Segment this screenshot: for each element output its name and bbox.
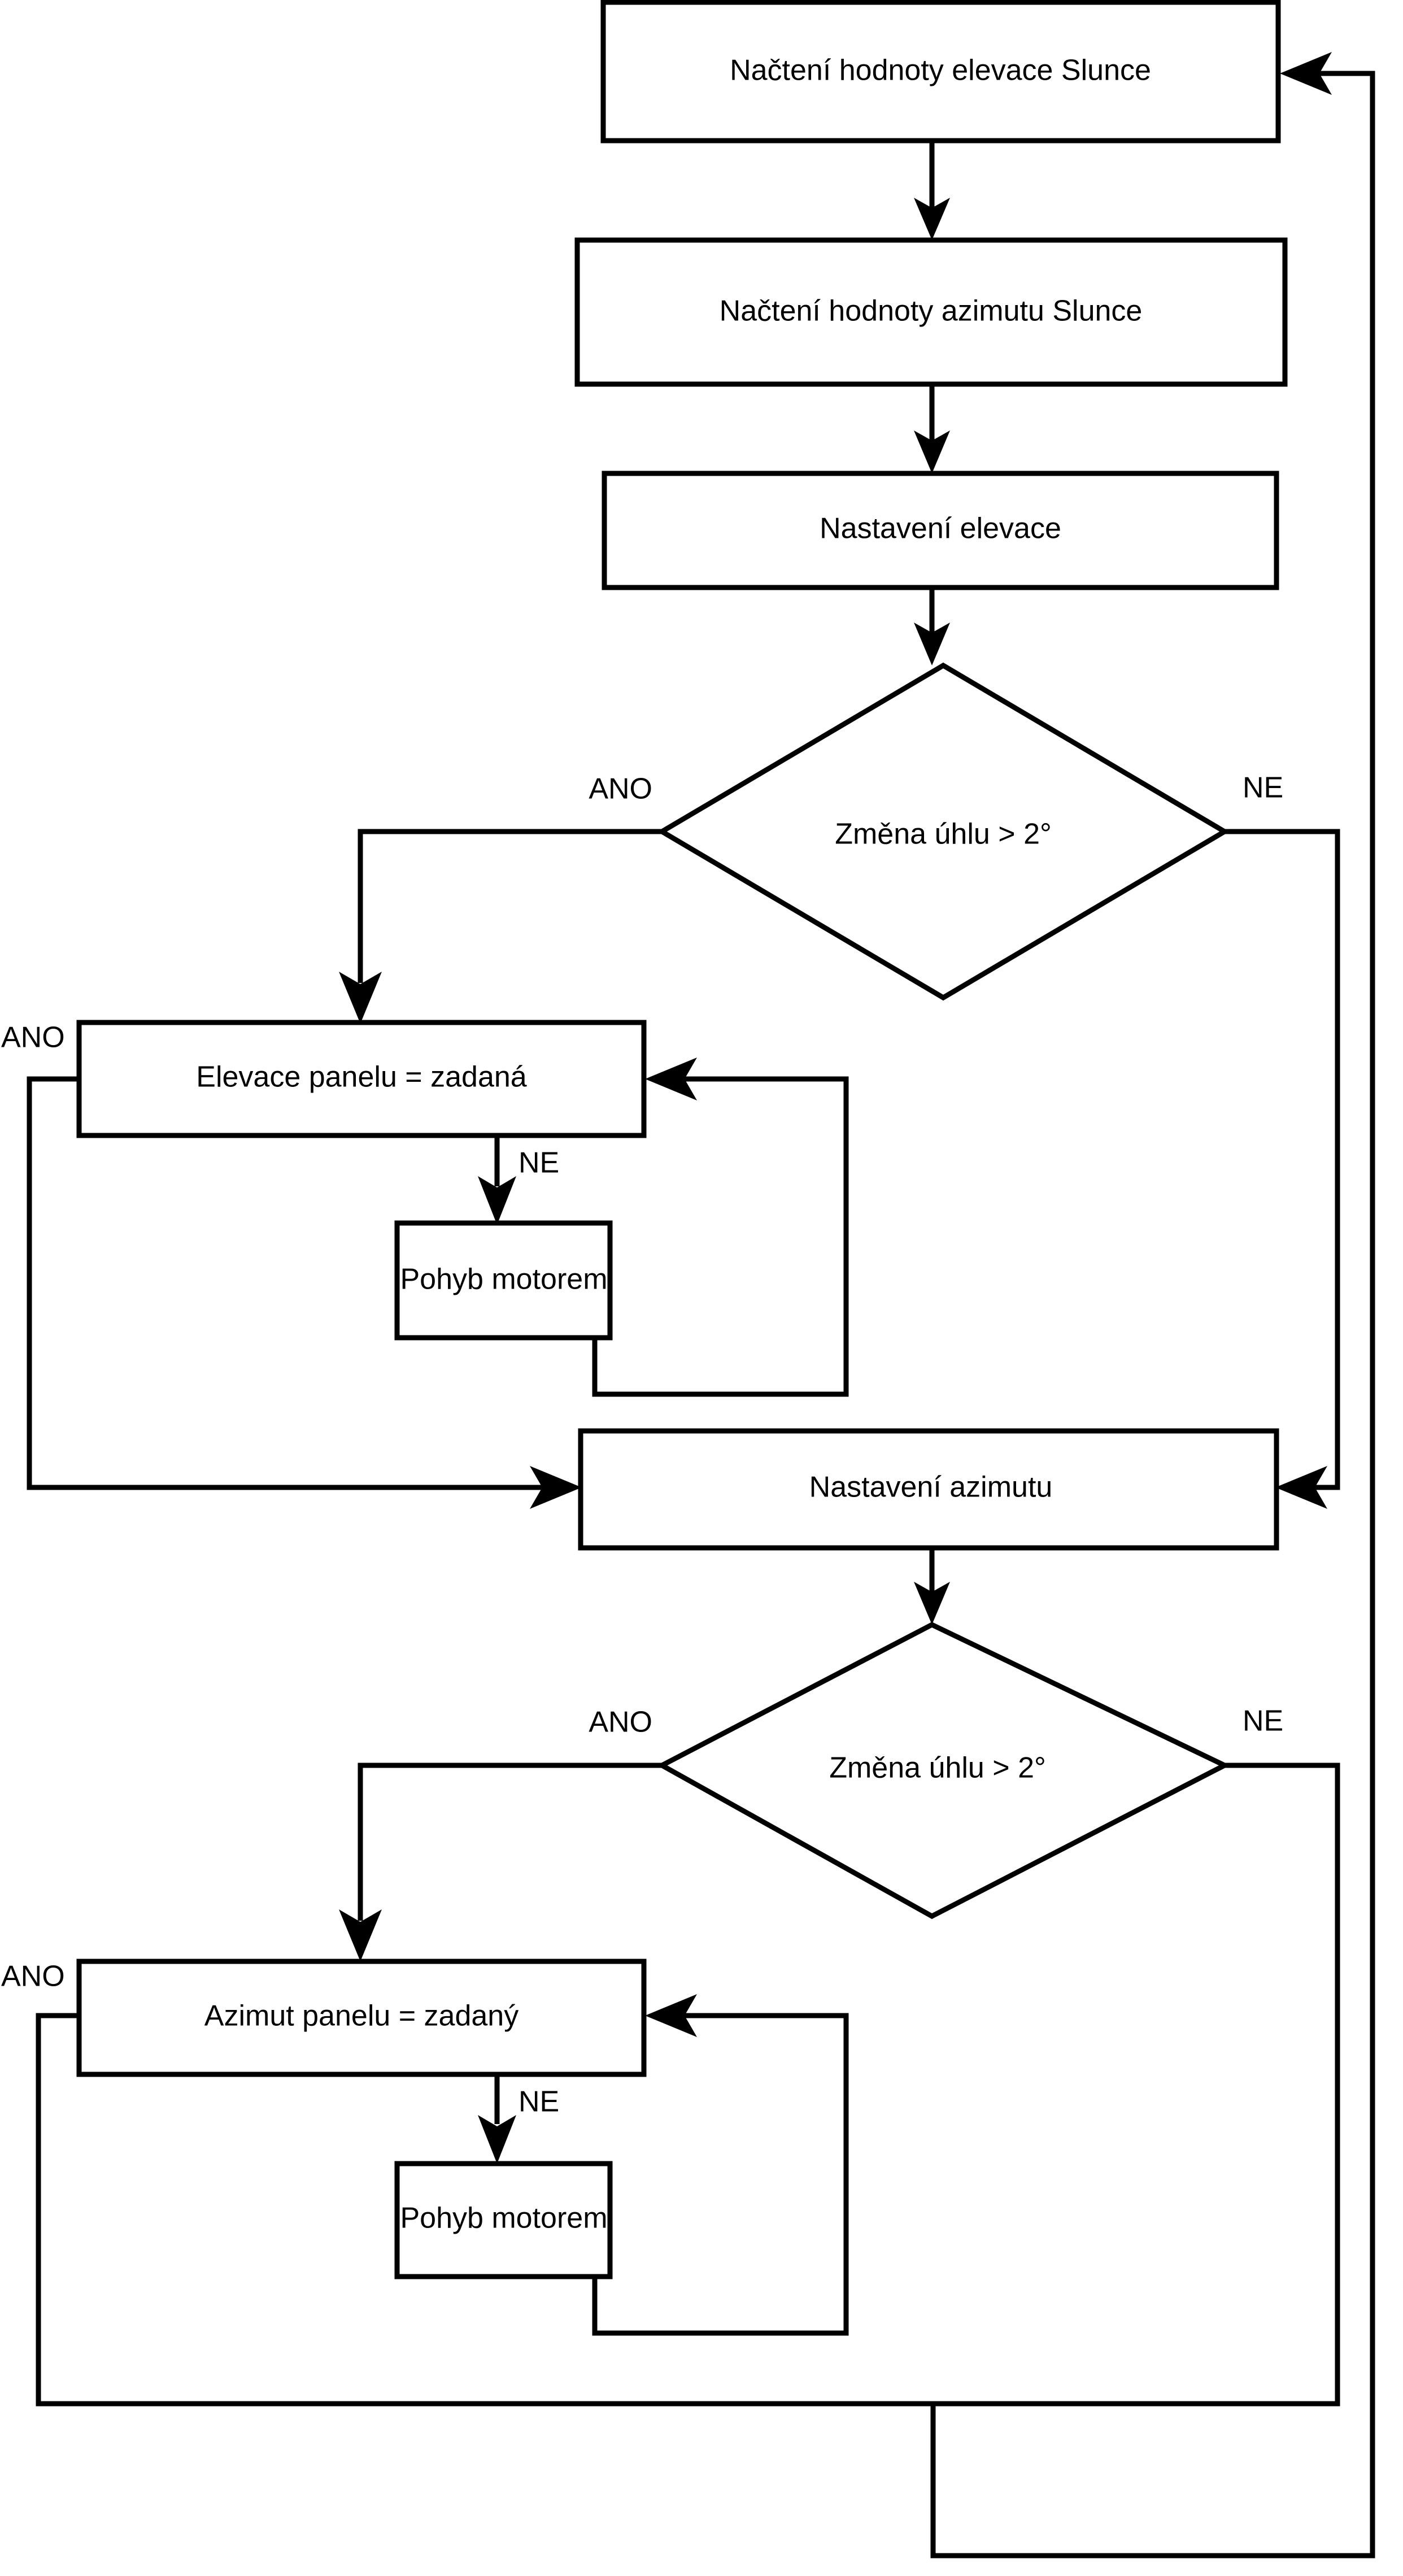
node-read-azimuth: Načtení hodnoty azimutu Slunce: [574, 237, 1288, 387]
node-read-elevation-label: Načtení hodnoty elevace Slunce: [730, 54, 1151, 87]
node-decision-azimuth-label: Změna úhlu > 2°: [829, 1752, 1046, 1785]
node-set-elevation-label: Nastavení elevace: [820, 512, 1061, 545]
edge-decision-azimuth-no: [930, 52, 1375, 2558]
edge-panel-elevation-no: [478, 1135, 516, 1225]
edge-decision-elevation-yes: [339, 829, 662, 1024]
node-set-elevation: Nastavení elevace: [602, 471, 1279, 590]
node-panel-elevation-check: Elevace panelu = zadaná: [76, 1020, 647, 1138]
edge-label-panel-azimuth-yes: ANO: [1, 1960, 65, 1993]
edge-label-decision-azimuth-no: NE: [1243, 1705, 1283, 1738]
node-panel-azimuth-check-label: Azimut panelu = zadaný: [204, 2000, 518, 2033]
edge-motor-azimuth-loop-back: [592, 1994, 849, 2336]
edge-decision-elevation-no: [1225, 829, 1340, 1509]
node-read-azimuth-label: Načtení hodnoty azimutu Slunce: [720, 295, 1143, 328]
edge-label-panel-elevation-yes: ANO: [1, 1021, 65, 1054]
node-read-elevation: Načtení hodnoty elevace Slunce: [600, 0, 1281, 143]
node-motor-move-azimuth-label: Pohyb motorem: [400, 2202, 607, 2235]
node-decision-elevation: Změna úhlu > 2°: [657, 662, 1230, 1001]
node-motor-move-azimuth: Pohyb motorem: [394, 2161, 613, 2279]
edge-panel-azimuth-no: [478, 2074, 516, 2164]
edge-panel-elevation-yes: [27, 1076, 582, 1509]
node-motor-move-elevation-label: Pohyb motorem: [400, 1263, 607, 1296]
edge-read-elevation-to-read-azimuth: [914, 141, 950, 240]
edge-label-panel-azimuth-no: NE: [518, 2086, 559, 2118]
edge-label-panel-elevation-no: NE: [518, 1147, 559, 1180]
node-panel-elevation-check-label: Elevace panelu = zadaná: [196, 1061, 527, 1094]
edge-decision-azimuth-yes: [339, 1763, 662, 1961]
node-decision-elevation-label: Změna úhlu > 2°: [835, 818, 1052, 851]
node-set-azimuth-label: Nastavení azimutu: [809, 1471, 1053, 1504]
edge-label-decision-elevation-yes: ANO: [589, 773, 652, 806]
edge-set-azimuth-to-decision-azimuth: [914, 1548, 950, 1625]
node-set-azimuth: Nastavení azimutu: [578, 1428, 1279, 1551]
edge-read-azimuth-to-set-elevation: [914, 384, 950, 473]
edge-panel-azimuth-yes: [36, 2013, 933, 2407]
edge-label-decision-azimuth-yes: ANO: [589, 1706, 652, 1739]
node-motor-move-elevation: Pohyb motorem: [394, 1220, 613, 1341]
edge-label-decision-elevation-no: NE: [1243, 772, 1283, 804]
node-decision-azimuth: Změna úhlu > 2°: [656, 1621, 1231, 1920]
edge-motor-elevation-loop-back: [592, 1058, 849, 1397]
edge-set-elevation-to-decision-elevation: [914, 588, 950, 665]
node-panel-azimuth-check: Azimut panelu = zadaný: [76, 1959, 647, 2077]
